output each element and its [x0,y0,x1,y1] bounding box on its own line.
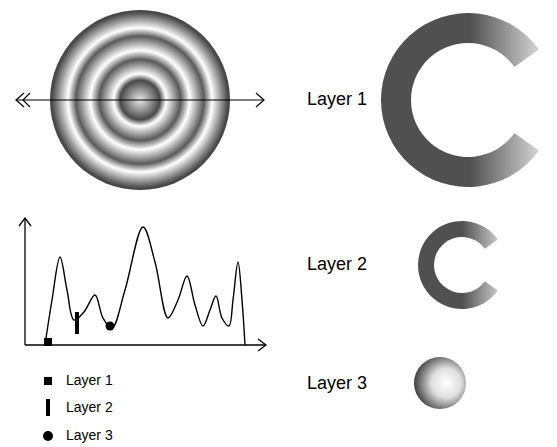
fade [462,218,512,312]
layer1-marker [44,338,52,346]
layer-label: Layer 2 [307,255,367,275]
legend-bar [46,399,50,416]
layer-label: Layer 1 [307,90,367,110]
fade [470,8,557,192]
legend-marks [43,377,53,441]
legend-square [44,377,52,385]
section-line [16,93,264,107]
legend-text: Layer 3 [66,428,113,443]
legend-text: Layer 1 [66,373,113,388]
layer3-sphere [414,357,466,409]
layer2-marker [75,312,79,334]
profile-chart [19,218,266,351]
layer-label: Layer 3 [307,374,367,394]
legend-text: Layer 2 [66,400,113,415]
legend-dot [43,431,53,441]
layer-markers [44,312,115,346]
layer-shapes [381,8,557,409]
layer3-marker [106,322,115,331]
